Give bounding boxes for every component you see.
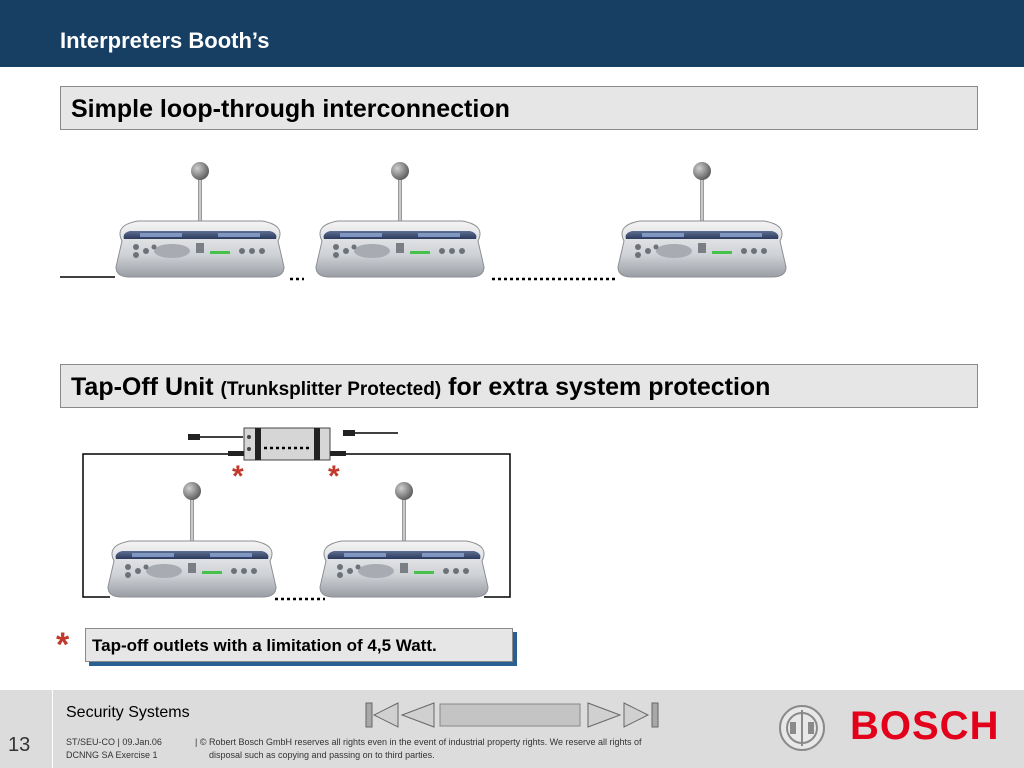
last-slide-icon[interactable]	[623, 702, 659, 728]
conference-unit-1	[114, 160, 286, 279]
asterisk-icon: *	[328, 460, 340, 493]
slide-navigation	[365, 702, 659, 728]
footer-copyright: | © Robert Bosch GmbH reserves all right…	[195, 736, 642, 762]
tap-off-cable-left	[82, 453, 228, 598]
footer-date: 09.Jan.06	[122, 737, 162, 747]
footer-project: DCNNG SA Exercise 1	[66, 750, 158, 760]
section-tap-off: Tap-Off Unit (Trunksplitter Protected) f…	[60, 364, 978, 408]
tap-off-heading-rest: for extra system protection	[448, 373, 771, 401]
conference-unit-3	[616, 160, 788, 279]
title-bar: Interpreters Booth’s	[0, 0, 1024, 67]
page-title: Interpreters Booth’s	[60, 28, 270, 53]
section-loop-through-heading: Simple loop-through interconnection	[71, 95, 510, 123]
tap-off-heading-main: Tap-Off Unit	[71, 373, 214, 401]
section-loop-through: Simple loop-through interconnection	[60, 86, 978, 130]
tap-off-unit	[188, 427, 398, 461]
first-slide-icon[interactable]	[365, 702, 399, 728]
asterisk-icon: *	[56, 626, 70, 664]
bosch-emblem-icon	[779, 705, 825, 751]
bosch-logo: BOSCH	[850, 704, 1000, 748]
tap-off-heading-paren: (Trunksplitter Protected)	[220, 379, 442, 400]
next-slide-icon[interactable]	[587, 702, 622, 728]
asterisk-icon: *	[232, 460, 244, 493]
footer-dept: ST/SEU-CO	[66, 737, 116, 747]
connection-diagram: * *	[60, 160, 788, 601]
section-tap-off-heading: Tap-Off Unit (Trunksplitter Protected) f…	[71, 373, 770, 402]
slide-progress-bar[interactable]	[439, 703, 581, 727]
conference-unit-2	[314, 160, 486, 279]
page-number: 13	[8, 734, 31, 756]
footer-copyright-line2: disposal such as copying and passing on …	[209, 750, 435, 760]
footer-copyright-line1: | © Robert Bosch GmbH reserves all right…	[195, 737, 642, 747]
tap-off-note-box: Tap-off outlets with a limitation of 4,5…	[85, 628, 513, 662]
prev-slide-icon[interactable]	[400, 702, 435, 728]
footer: 13 Security Systems ST/SEU-CO | 09.Jan.0…	[0, 690, 1024, 768]
conference-unit-4	[106, 480, 278, 599]
footer-dept-project: ST/SEU-CO | 09.Jan.06 DCNNG SA Exercise …	[66, 737, 162, 760]
footer-brand: Security Systems	[66, 704, 190, 721]
footer-divider	[52, 690, 53, 768]
tap-off-note-text: Tap-off outlets with a limitation of 4,5…	[92, 636, 437, 655]
conference-unit-5	[318, 480, 490, 599]
tap-off-cable-right	[346, 453, 511, 598]
